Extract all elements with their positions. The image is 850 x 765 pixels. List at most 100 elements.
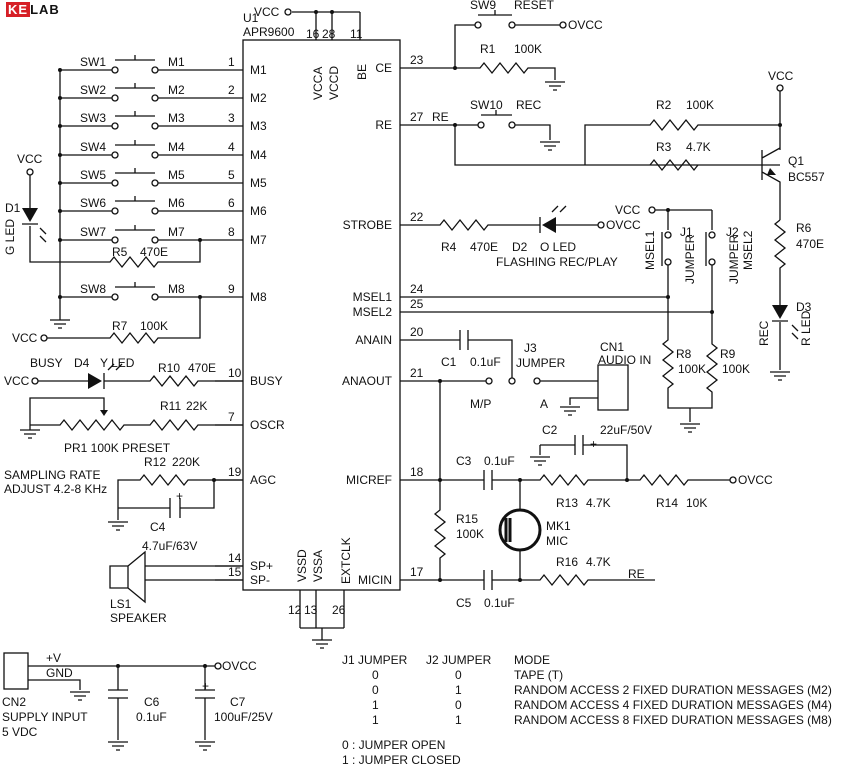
ce-network <box>400 24 560 80</box>
pin-11: 11 <box>350 27 363 41</box>
vcc-top-label: VCC <box>254 5 280 19</box>
pr1-label: PR1 100K PRESET <box>64 441 171 455</box>
right-pin-name: MSEL1 <box>353 290 393 304</box>
c2-ref: C2 <box>542 423 558 437</box>
ls1-ref: LS1 <box>110 597 132 611</box>
c6-value: 0.1uF <box>136 710 167 724</box>
re-net-label: RE <box>432 110 449 124</box>
r5-ref: R5 <box>112 245 128 259</box>
left-pin-number: 6 <box>228 196 235 210</box>
d4-symbol <box>88 373 102 389</box>
ic-part: APR9600 <box>243 25 295 39</box>
r5-value: 470E <box>140 245 168 259</box>
supply-plus-label: +V <box>46 651 61 665</box>
mode-row-j1: 1 <box>372 698 379 712</box>
right-pin-number: 20 <box>410 325 424 339</box>
d2-value: O LED <box>540 240 576 254</box>
r1-value: 100K <box>514 42 542 56</box>
r7-vcc-label: VCC <box>12 331 38 345</box>
mode-row-j1: 1 <box>372 713 379 727</box>
switch-actuator <box>115 83 155 89</box>
right-pin-name: MICREF <box>346 473 392 487</box>
pin-13: 13 <box>304 603 318 617</box>
c7-value: 100uF/25V <box>214 710 273 724</box>
mk1-symbol <box>498 508 542 552</box>
mode-row-j2: 1 <box>455 683 462 697</box>
pin-16: 16 <box>306 27 320 41</box>
sw10-value: REC <box>516 98 542 112</box>
r15-resistor <box>433 381 447 580</box>
r7-value: 100K <box>140 319 168 333</box>
r12-value: 220K <box>172 455 200 469</box>
right-pin-name: STROBE <box>343 218 392 232</box>
switch-contact <box>111 151 119 159</box>
switch-net: M2 <box>168 83 185 97</box>
left-pin-number: 1 <box>228 55 235 69</box>
c1-value: 0.1uF <box>470 355 501 369</box>
switch-net: M6 <box>168 196 185 210</box>
mk1-value: MIC <box>546 534 568 548</box>
d1-vcc-label: VCC <box>17 152 43 166</box>
mode-row-j1: 0 <box>372 668 379 682</box>
switch-contact <box>111 236 119 244</box>
r15-value: 100K <box>456 527 484 541</box>
switch-ref: SW5 <box>80 168 106 182</box>
msel1-jumper-label: MSEL1 <box>643 230 657 270</box>
d2-ovcc-label: OVCC <box>606 218 641 232</box>
q1-symbol <box>761 147 781 220</box>
mode-row-desc: RANDOM ACCESS 8 FIXED DURATION MESSAGES … <box>514 713 832 727</box>
c2-capacitor <box>539 435 628 480</box>
d4-vcc-label: VCC <box>4 374 30 388</box>
be-label: BE <box>355 64 369 80</box>
right-pin-number: 22 <box>410 210 424 224</box>
j3-mp-label: M/P <box>470 397 491 411</box>
r9-value: 100K <box>722 362 750 376</box>
d2-ref: D2 <box>512 240 528 254</box>
oscr-network <box>29 397 243 432</box>
q1-vcc-label: VCC <box>768 69 794 83</box>
r3-ref: R3 <box>656 140 672 154</box>
right-pin-number: 17 <box>410 565 424 579</box>
left-pin-name: BUSY <box>250 374 283 388</box>
busy-label: BUSY <box>30 356 63 370</box>
left-pin-number: 7 <box>228 410 235 424</box>
micref-network <box>400 470 730 490</box>
left-pin-number: 15 <box>228 565 242 579</box>
switch-actuator <box>115 55 155 61</box>
switch-contact <box>151 122 159 130</box>
top-power-wires <box>292 11 361 40</box>
c5-ref: C5 <box>456 596 472 610</box>
mk1-ref: MK1 <box>546 519 571 533</box>
r14-ovcc-label: OVCC <box>738 473 773 487</box>
r1-ref: R1 <box>480 42 496 56</box>
left-pin-name: M3 <box>250 119 267 133</box>
pin-12: 12 <box>288 603 302 617</box>
switch-net: M8 <box>168 282 185 296</box>
mode-row-desc: RANDOM ACCESS 4 FIXED DURATION MESSAGES … <box>514 698 832 712</box>
d3-rec-label: REC <box>757 320 771 346</box>
msel-wires <box>400 265 713 313</box>
q1-value: BC557 <box>788 170 825 184</box>
r9-ref: R9 <box>720 347 736 361</box>
d3-symbol <box>772 305 788 319</box>
supply-gnd-label: GND <box>46 666 73 680</box>
strobe-network <box>400 218 598 232</box>
r4-value: 470E <box>470 240 498 254</box>
cn2-value: SUPPLY INPUT <box>2 710 88 724</box>
right-pin-name: CE <box>375 61 392 75</box>
pin-26: 26 <box>332 603 346 617</box>
r6-value: 470E <box>796 237 824 251</box>
ic-body <box>242 39 401 591</box>
c2-plus: + <box>590 437 597 451</box>
right-pin-name: RE <box>375 118 392 132</box>
left-pin-name: M8 <box>250 290 267 304</box>
r5-resistor <box>60 240 201 269</box>
right-pin-name: MICIN <box>358 573 392 587</box>
switch-contact <box>111 179 119 187</box>
mode-header-mode: MODE <box>514 653 550 667</box>
switch-net: M5 <box>168 168 185 182</box>
switch-actuator <box>115 282 155 288</box>
re-network <box>400 124 780 166</box>
sw9-ovcc-label: OVCC <box>568 18 603 32</box>
